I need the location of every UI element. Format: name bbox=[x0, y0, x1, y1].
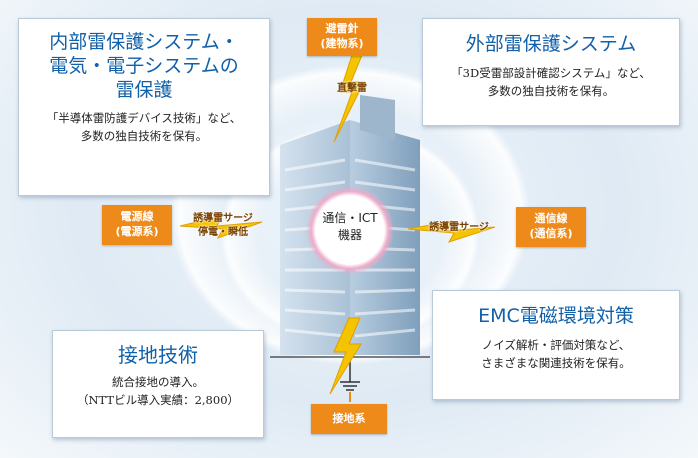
label-line: 通信線 bbox=[534, 212, 568, 226]
label-line: 避雷針 bbox=[325, 22, 359, 36]
comm-surge-label: 誘導雷サージ bbox=[429, 222, 489, 233]
body-line: （NTTビル導入実績：2,800） bbox=[76, 392, 240, 407]
internal-protection-box: 内部雷保護システム・ 電気・電子システムの 雷保護 「半導体雷防護デバイス技術」… bbox=[18, 18, 270, 196]
internal-protection-title: 内部雷保護システム・ 電気・電子システムの 雷保護 bbox=[19, 31, 269, 102]
title-line: 電気・電子システムの bbox=[49, 54, 239, 77]
ict-equipment-label: 通信・ICT 機器 bbox=[306, 210, 394, 245]
power-line-label: 電源線 (電源系) bbox=[102, 205, 172, 245]
label-line: 機器 bbox=[337, 228, 362, 243]
lightning-rod-label: 避雷針 (建物系) bbox=[307, 18, 377, 56]
label-line: (建物系) bbox=[320, 37, 364, 50]
emc-body: ノイズ解析・評価対策など、 さまざまな関連技術を保有。 bbox=[433, 337, 679, 373]
body-line: 多数の独自技術を保有。 bbox=[487, 83, 615, 98]
label-line: (電源系) bbox=[115, 225, 159, 238]
power-surge-label: 誘導雷サージ 停電・瞬低 bbox=[182, 212, 264, 239]
power-surge-bolt-icon bbox=[179, 215, 263, 239]
ground-bolt-icon bbox=[329, 317, 362, 395]
label-line: 誘導雷サージ bbox=[193, 213, 253, 224]
direct-strike-bolt-icon bbox=[333, 54, 365, 143]
label-line: 停電・瞬低 bbox=[198, 226, 248, 238]
label-line: (通信系) bbox=[529, 227, 573, 240]
title-line: 雷保護 bbox=[115, 78, 173, 101]
grounding-body: 統合接地の導入。 （NTTビル導入実績：2,800） bbox=[53, 374, 263, 410]
body-line: さまざまな関連技術を保有。 bbox=[481, 355, 631, 370]
external-protection-title: 外部雷保護システム bbox=[465, 33, 637, 55]
body-line: ノイズ解析・評価対策など、 bbox=[481, 337, 631, 352]
grounding-box: 接地技術 統合接地の導入。 （NTTビル導入実績：2,800） bbox=[52, 330, 264, 438]
emc-box: EMC電磁環境対策 ノイズ解析・評価対策など、 さまざまな関連技術を保有。 bbox=[432, 290, 680, 400]
label-line: 通信・ICT bbox=[322, 211, 378, 225]
grounding-system-label: 接地系 bbox=[311, 404, 387, 434]
internal-protection-body: 「半導体雷防護デバイス技術」など、 多数の独自技術を保有。 bbox=[19, 110, 269, 146]
external-protection-box: 外部雷保護システム 「3D受雷部設計確認システム」など、 多数の独自技術を保有。 bbox=[422, 18, 680, 126]
comm-line-label: 通信線 (通信系) bbox=[516, 207, 586, 247]
equipment-ring bbox=[306, 186, 394, 274]
emc-title: EMC電磁環境対策 bbox=[478, 305, 634, 327]
body-line: 「半導体雷防護デバイス技術」など、 bbox=[46, 111, 242, 126]
external-protection-body: 「3D受雷部設計確認システム」など、 多数の独自技術を保有。 bbox=[423, 65, 679, 101]
body-line: 統合接地の導入。 bbox=[112, 375, 204, 389]
grounding-title: 接地技術 bbox=[118, 343, 198, 367]
title-line: 内部雷保護システム・ bbox=[49, 31, 239, 53]
label-line: 電源線 bbox=[120, 210, 154, 224]
comm-surge-bolt-icon bbox=[407, 220, 496, 243]
direct-strike-label: 直撃雷 bbox=[337, 83, 367, 94]
body-line: 「3D受雷部設計確認システム」など、 bbox=[451, 65, 651, 80]
body-line: 多数の独自技術を保有。 bbox=[80, 129, 208, 144]
